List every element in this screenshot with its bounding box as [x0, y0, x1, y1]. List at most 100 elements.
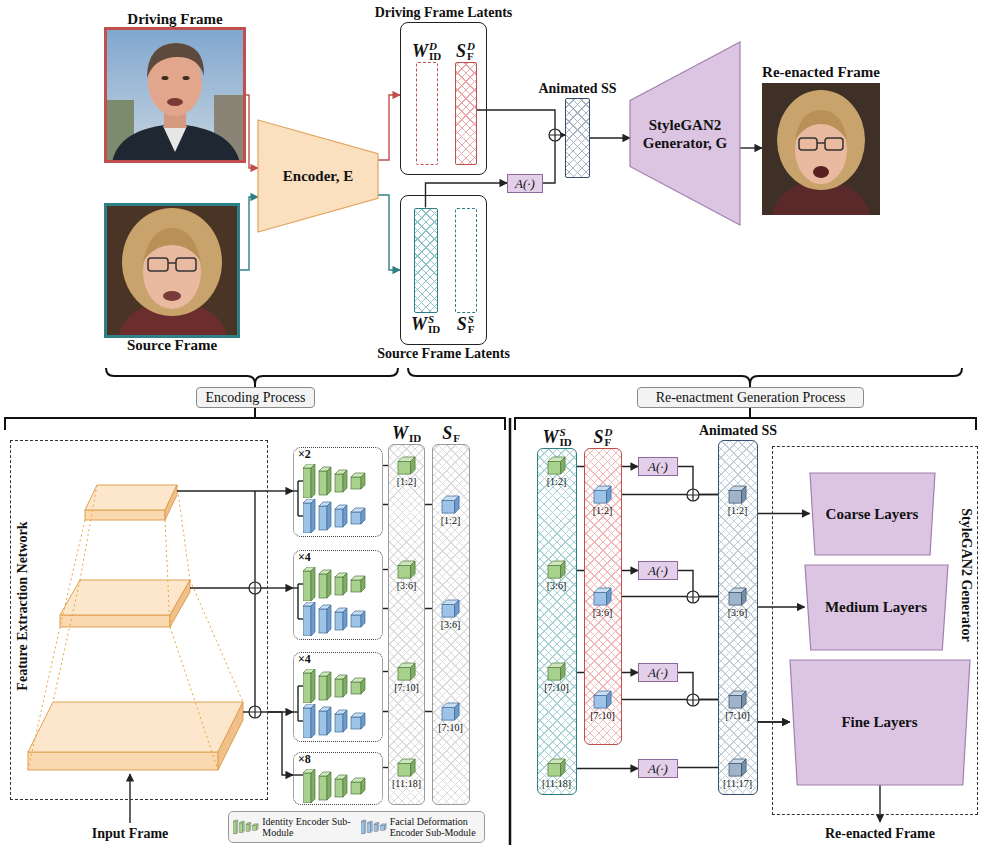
connector: [268, 712, 293, 775]
trapezoid-block: Encoder, E: [258, 120, 378, 232]
swatch-face: [377, 823, 379, 832]
connector: [477, 110, 566, 135]
layer-range: [1:2]: [397, 476, 416, 487]
math-label: WDID: [412, 41, 441, 61]
cube-face: [741, 588, 746, 605]
cube-face: [398, 565, 411, 578]
legend-item: Identity Encoder Sub-Module: [233, 816, 352, 838]
mapping-box: A(·): [638, 457, 678, 476]
latent-cube: [7:10]: [594, 691, 612, 709]
layer-range: [1:2]: [593, 505, 612, 516]
image-frame: Source Frame: [104, 203, 240, 338]
cube-face: [729, 695, 742, 708]
math-symbol: S: [456, 41, 466, 61]
legend-item: Facial Deformation Encoder Sub-Module: [361, 816, 480, 838]
cube-shape: [729, 759, 747, 777]
cube-face: [410, 663, 415, 680]
swatch-face: [380, 825, 384, 830]
cube-face: [410, 759, 415, 776]
subscript: ID: [559, 437, 571, 447]
math-scripts: SID: [559, 427, 571, 447]
swatch-face: [257, 824, 259, 831]
swatch-face: [250, 823, 252, 832]
cube-face: [410, 457, 415, 474]
image-frame: Driving Frame: [104, 27, 246, 163]
trapezoid-outline: [790, 660, 970, 785]
latent-cube: [3:6]: [729, 588, 747, 606]
math-label: WSID: [542, 427, 571, 447]
cube-face: [548, 763, 561, 776]
latent-cube: [3:6]: [442, 600, 460, 618]
subscript: F: [467, 51, 475, 61]
cube-shape: [548, 663, 566, 681]
swatch-face: [384, 824, 386, 831]
math-label: SSF: [457, 314, 475, 334]
swatch-face: [233, 822, 236, 834]
connector: [268, 490, 293, 491]
cube-face: [398, 667, 411, 680]
cube-shape: [548, 759, 566, 777]
block-text: A(·): [648, 665, 668, 680]
spacer: [409, 423, 421, 433]
math-label: SDF: [456, 41, 475, 61]
block-text: A(·): [648, 761, 668, 776]
cube-shape: [594, 486, 612, 504]
latent-cube: [11:18]: [398, 759, 416, 777]
source-photo: [104, 203, 240, 338]
math-symbol: W: [542, 427, 558, 447]
superscript: S: [428, 314, 440, 324]
reenacted-photo: [762, 83, 880, 215]
legend: Identity Encoder Sub-Module Facial Deform…: [228, 811, 485, 843]
connector: [240, 197, 258, 270]
math-scripts: ID: [409, 423, 421, 443]
brace: [5, 368, 976, 845]
connector: [740, 147, 762, 148]
connector: [378, 195, 400, 270]
trapezoid-outline: [805, 565, 948, 650]
cube-face: [594, 490, 607, 503]
cube-face: [741, 691, 746, 708]
vertical-label: Feature Extraction Network: [15, 521, 31, 690]
connector: [590, 137, 630, 138]
heading: Source Frame: [127, 337, 217, 354]
layer-range: [11:18]: [542, 778, 571, 789]
latent-cube: [7:10]: [442, 703, 460, 721]
block-text: A(·): [648, 459, 668, 474]
cube-shape: [594, 588, 612, 606]
trapezoid-outline: [258, 120, 378, 232]
cube-face: [398, 763, 411, 776]
repeat-count: ×4: [298, 653, 311, 666]
cube-shape: [594, 691, 612, 709]
latent-column: Animated SS[1:2][3:6][7:10][11:17]: [718, 440, 758, 795]
figure-label: Input Frame: [92, 826, 169, 842]
sum-symbol: [249, 129, 699, 718]
trapezoid-outline: [810, 473, 935, 555]
text-holder: Re-enactment Generation Process: [638, 388, 863, 407]
connector: [612, 699, 729, 700]
latent-cube: [7:10]: [398, 663, 416, 681]
submodule-group: ×2: [293, 447, 383, 537]
cube-face: [729, 490, 742, 503]
trapezoid-outline: [630, 42, 740, 225]
connector: [543, 135, 565, 183]
cube-face: [560, 457, 565, 474]
cube-face: [548, 461, 561, 474]
cube-face: [594, 695, 607, 708]
heading: Driving Frame Latents: [375, 5, 513, 21]
layer-range: [7:10]: [394, 682, 418, 693]
superscript: D: [467, 41, 475, 51]
layer-range: [1:2]: [441, 515, 460, 526]
layer-range: [1:2]: [547, 476, 566, 487]
superscript: S: [559, 427, 571, 437]
vertical-label: StyleGAN2 Generator: [958, 509, 974, 642]
latent-bar: SSF: [455, 208, 477, 313]
math-scripts: DID: [429, 41, 441, 61]
legend-swatch: [233, 819, 259, 835]
text-holder: StyleGAN2 Generator, G: [630, 42, 740, 225]
latent-column: SDF[1:2][3:6][7:10]: [584, 448, 622, 745]
cube-shape: [729, 588, 747, 606]
connector: [246, 95, 258, 168]
block-text: Medium Layers: [825, 598, 927, 616]
figure-label: Re-enacted Frame: [825, 826, 935, 842]
swatch-face: [253, 825, 257, 830]
